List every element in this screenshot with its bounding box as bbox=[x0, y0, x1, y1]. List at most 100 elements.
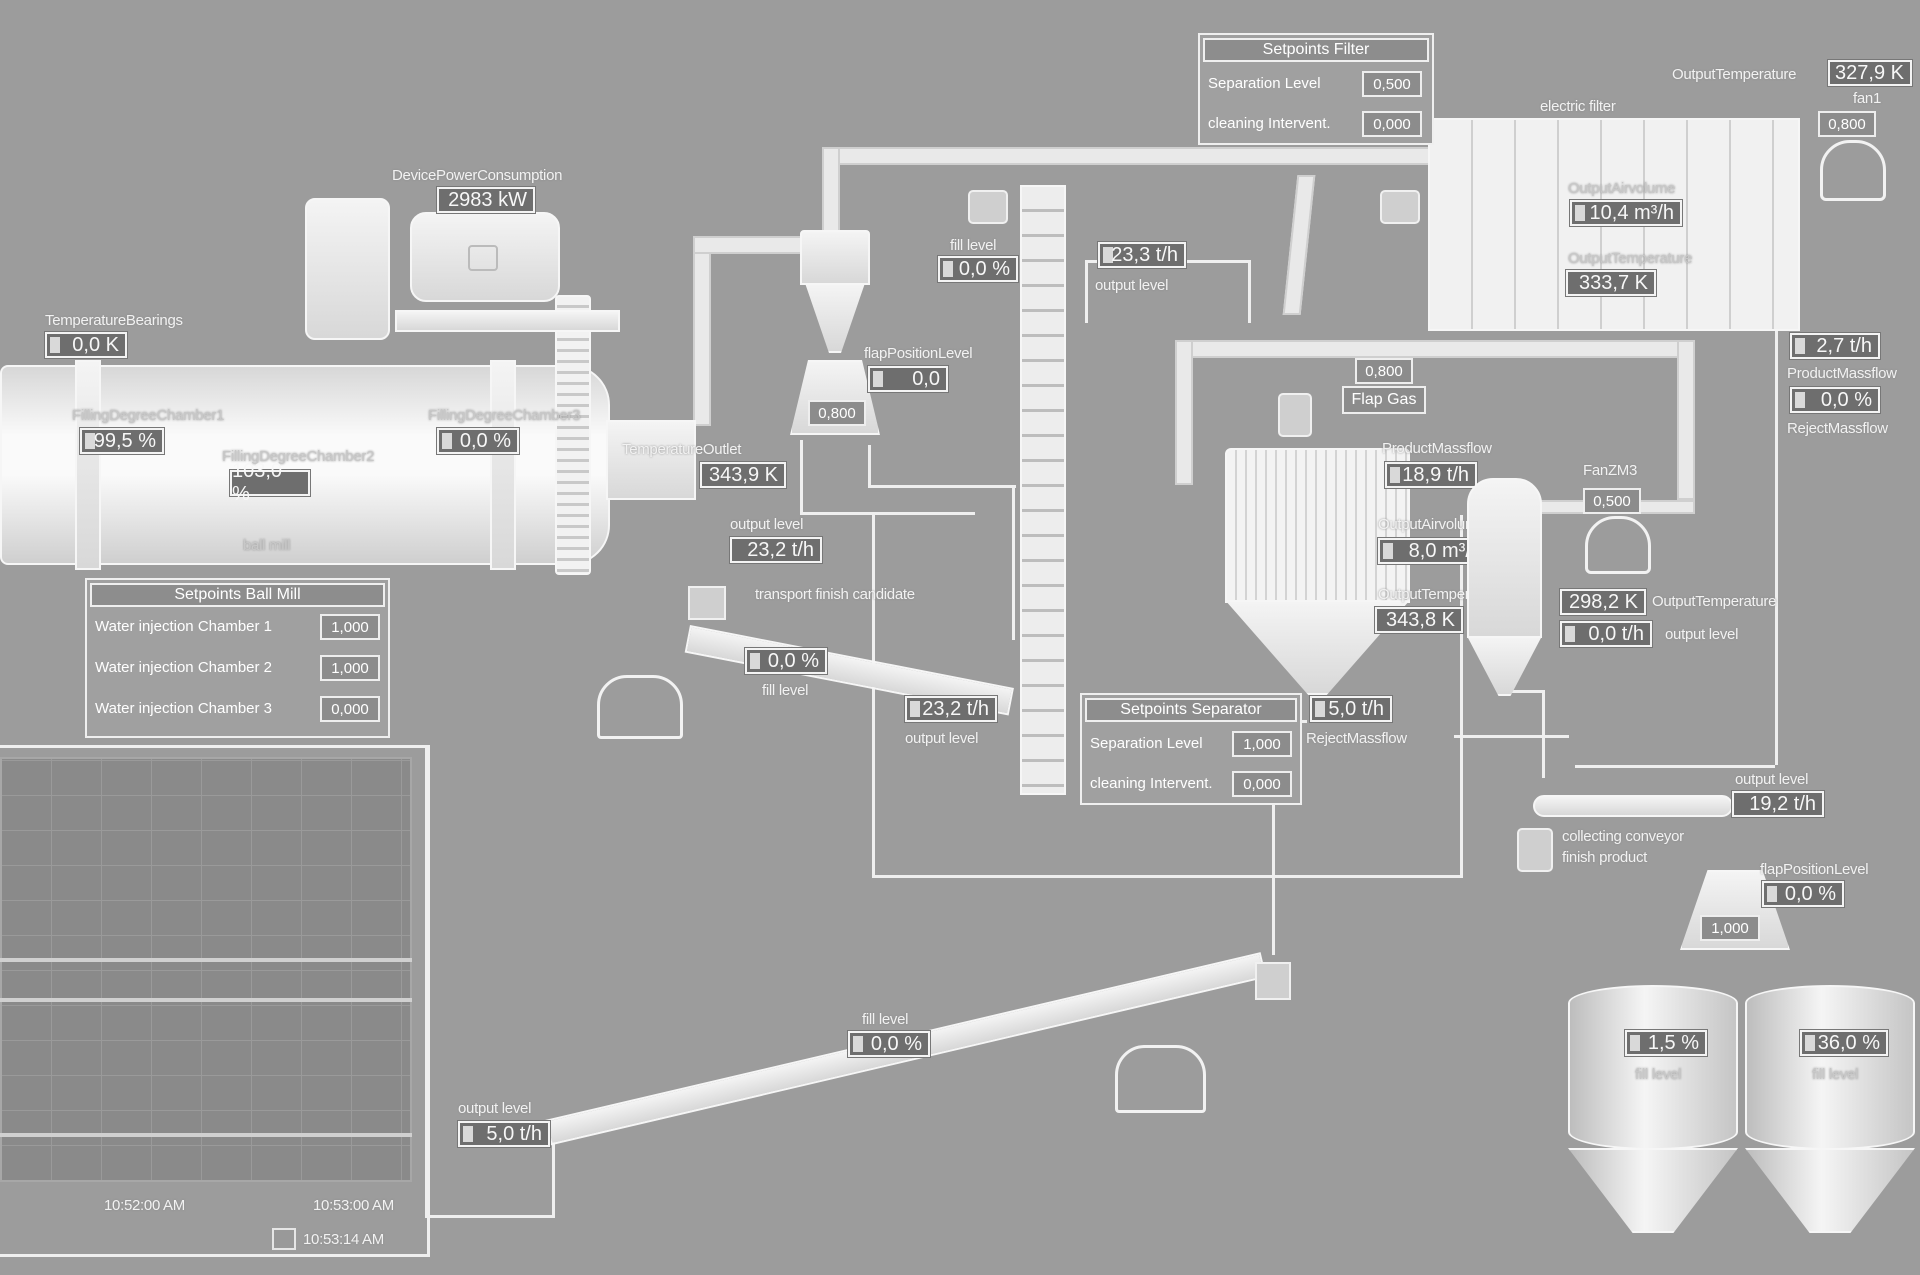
transport-fan-icon[interactable] bbox=[597, 675, 683, 739]
separator-setpoints-title: Setpoints Separator bbox=[1085, 698, 1297, 722]
trend-frame bbox=[0, 745, 430, 1257]
cyclone-flap-setpoint[interactable]: 0,800 bbox=[808, 400, 866, 426]
silo-2[interactable] bbox=[1745, 985, 1915, 1150]
top-output-temp-value: 327,9 K bbox=[1828, 60, 1912, 86]
ball-mill-label: ball mill bbox=[243, 537, 291, 554]
silo-1-label: fill level bbox=[1635, 1066, 1682, 1083]
mill-row-2-label: Water injection Chamber 2 bbox=[95, 659, 273, 676]
cyclone-output-label: output level bbox=[730, 516, 804, 533]
fan1-icon[interactable] bbox=[1820, 140, 1886, 201]
collecting-motor-icon[interactable] bbox=[1517, 828, 1553, 872]
silo-flap-value: 0,0 % bbox=[1762, 881, 1844, 907]
power-value: 2983 kW bbox=[437, 187, 535, 213]
silo-1-value: 1,5 % bbox=[1625, 1030, 1707, 1056]
motor[interactable] bbox=[410, 212, 560, 302]
trend-current-time: 10:53:14 AM bbox=[303, 1231, 384, 1248]
transport-fill-text: 0,0 % bbox=[767, 649, 819, 672]
duct-to-cyclone bbox=[693, 236, 823, 254]
elevator-output-label: output level bbox=[1095, 277, 1169, 294]
separator-row-1-label: Separation Level bbox=[1090, 735, 1203, 752]
fine-cyclone-cone bbox=[1467, 636, 1542, 696]
silo-1[interactable] bbox=[1568, 985, 1738, 1150]
power-label: DevicePowerConsumption bbox=[392, 167, 563, 184]
fanzm3-output-label: output level bbox=[1665, 626, 1739, 643]
return-output-value: 5,0 t/h bbox=[458, 1121, 550, 1147]
flap-gas-setpoint[interactable]: 0,800 bbox=[1355, 358, 1413, 384]
cyclone-body[interactable] bbox=[800, 230, 870, 285]
duct-top bbox=[822, 147, 1432, 165]
filter-row-1-input[interactable]: 0,500 bbox=[1362, 71, 1422, 97]
fanzm3-setpoint[interactable]: 0,500 bbox=[1583, 488, 1641, 514]
separator-motor-icon[interactable] bbox=[1278, 393, 1312, 437]
motor-center-icon bbox=[468, 245, 498, 271]
ball-mill-ring-right bbox=[490, 360, 516, 570]
line-right-collector bbox=[1575, 765, 1775, 768]
return-inlet-icon bbox=[1255, 962, 1291, 1000]
line-return bbox=[425, 745, 428, 1215]
chamber1-text: 99,5 % bbox=[93, 429, 156, 452]
top-output-temp-text: 327,9 K bbox=[1835, 61, 1904, 84]
line-cyclone-down bbox=[800, 440, 803, 515]
filter-motor-icon[interactable] bbox=[1380, 190, 1420, 224]
line-cyclone-right bbox=[800, 512, 975, 515]
filter-temp-value: 333,7 K bbox=[1566, 270, 1656, 296]
elevator-fill-text: 0,0 % bbox=[958, 257, 1010, 280]
silo-flap-text: 0,0 % bbox=[1784, 882, 1836, 905]
elevator-motor-icon[interactable] bbox=[968, 190, 1008, 224]
elevator-fill-label: fill level bbox=[950, 237, 997, 254]
collecting-label-1: collecting conveyor bbox=[1562, 828, 1684, 845]
mill-row-2-input[interactable]: 1,000 bbox=[320, 655, 380, 681]
return-fill-label: fill level bbox=[862, 1011, 909, 1028]
elevator-output-value: 23,3 t/h bbox=[1098, 242, 1186, 268]
mill-row-3-input[interactable]: 0,000 bbox=[320, 696, 380, 722]
collecting-conveyor[interactable] bbox=[1533, 795, 1733, 817]
right-reject-label: RejectMassflow bbox=[1787, 420, 1888, 437]
filter-row-2-input[interactable]: 0,000 bbox=[1362, 111, 1422, 137]
fanzm3-output-value: 0,0 t/h bbox=[1560, 621, 1652, 647]
transport-fill-value: 0,0 % bbox=[745, 648, 827, 674]
right-product-value: 2,7 t/h bbox=[1790, 333, 1880, 359]
collecting-output-label: output level bbox=[1735, 771, 1809, 788]
flap-gas-button[interactable]: Flap Gas bbox=[1342, 386, 1426, 414]
return-fan-icon[interactable] bbox=[1115, 1045, 1206, 1113]
fan1-setpoint[interactable]: 0,800 bbox=[1818, 111, 1876, 137]
trend-export-icon[interactable] bbox=[272, 1228, 296, 1250]
silo-2-value: 36,0 % bbox=[1800, 1030, 1888, 1056]
silo-flap-label: flapPositionLevel bbox=[1760, 861, 1869, 878]
chamber3-text: 0,0 % bbox=[459, 429, 511, 452]
trend-time-1: 10:52:00 AM bbox=[104, 1197, 185, 1214]
separator-row-1-input[interactable]: 1,000 bbox=[1232, 731, 1292, 757]
fanzm3-icon[interactable] bbox=[1585, 516, 1651, 574]
chamber2-text: 103,0 % bbox=[232, 460, 283, 505]
collecting-label-2: finish product bbox=[1562, 849, 1648, 866]
trend-line-3 bbox=[0, 1133, 412, 1137]
cyclone-flap-value: 0,0 bbox=[868, 366, 948, 392]
filter-row-1-label: Separation Level bbox=[1208, 75, 1321, 92]
top-output-temp-label: OutputTemperature bbox=[1672, 66, 1797, 83]
mill-row-3-label: Water injection Chamber 3 bbox=[95, 700, 273, 717]
mill-setpoints-panel: Setpoints Ball Mill Water injection Cham… bbox=[85, 578, 390, 738]
separator-setpoints-panel: Setpoints Separator Separation Level 1,0… bbox=[1080, 693, 1302, 805]
fanzm3-output-text: 0,0 t/h bbox=[1588, 622, 1644, 645]
silo-flap-setpoint[interactable]: 1,000 bbox=[1700, 915, 1760, 941]
transport-output-value: 23,2 t/h bbox=[905, 696, 997, 722]
bucket-elevator[interactable] bbox=[1020, 185, 1066, 795]
transport-inlet-icon bbox=[688, 586, 726, 620]
trend-plot[interactable] bbox=[0, 757, 412, 1182]
filter-airvolume-value: 10,4 m³/h bbox=[1570, 200, 1682, 226]
elevator-fill-value: 0,0 % bbox=[938, 256, 1018, 282]
duct-separator-top bbox=[1175, 340, 1695, 358]
separator-body[interactable] bbox=[1225, 448, 1410, 603]
separator-row-2-input[interactable]: 0,000 bbox=[1232, 771, 1292, 797]
mill-row-1-input[interactable]: 1,000 bbox=[320, 614, 380, 640]
silo-1-text: 1,5 % bbox=[1647, 1031, 1699, 1054]
fine-cyclone[interactable] bbox=[1467, 478, 1542, 638]
duct-separator-right bbox=[1677, 340, 1695, 500]
line-elevator-down bbox=[1012, 485, 1015, 640]
duct-filter-left bbox=[1282, 175, 1316, 315]
fanzm3-temp-label: OutputTemperature bbox=[1652, 593, 1777, 610]
fanzm3-temp-text: 298,2 K bbox=[1569, 590, 1638, 613]
line-to-collector-1 bbox=[1502, 690, 1545, 778]
gearbox[interactable] bbox=[305, 198, 390, 340]
filter-airvolume-text: 10,4 m³/h bbox=[1589, 201, 1674, 224]
